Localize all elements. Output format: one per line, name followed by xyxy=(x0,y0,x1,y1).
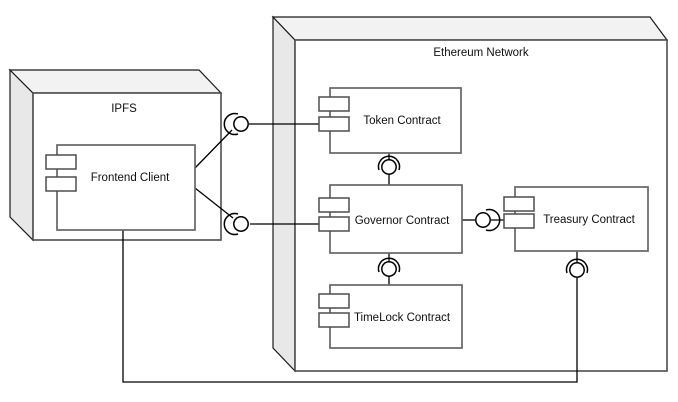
ipfs-top-face xyxy=(8,69,223,94)
iface-frontend-governor-ball xyxy=(233,216,249,232)
ipfs-label: IPFS xyxy=(111,103,137,115)
component-timelock-contract[interactable]: TimeLock Contract xyxy=(318,284,463,349)
treasury-contract-label: Treasury Contract xyxy=(543,214,635,226)
iface-treasury-frontend-ball xyxy=(569,262,585,278)
governor-contract-label: Governor Contract xyxy=(355,215,450,227)
token-contract-label: Token Contract xyxy=(363,115,441,127)
iface-frontend-token-ball xyxy=(233,116,249,132)
treasury-contract-tab-upper xyxy=(503,196,535,212)
component-token-contract[interactable]: Token Contract xyxy=(318,87,462,154)
timelock-contract-tab-upper xyxy=(318,293,350,309)
component-governor-contract[interactable]: Governor Contract xyxy=(318,184,463,254)
frontend-client-tab-upper xyxy=(45,154,77,170)
iface-governor-treasury-ball xyxy=(475,212,491,228)
frontend-client-body xyxy=(56,144,196,231)
interface-treasury-frontend[interactable] xyxy=(565,258,589,278)
governor-contract-tab-lower xyxy=(318,216,350,232)
timelock-contract-label: TimeLock Contract xyxy=(354,312,451,324)
ipfs-side-face xyxy=(9,68,34,242)
component-treasury-contract[interactable]: Treasury Contract xyxy=(503,186,649,252)
interface-frontend-token[interactable] xyxy=(223,112,249,136)
token-contract-tab-upper xyxy=(318,96,350,112)
governor-contract-tab-upper xyxy=(318,197,350,213)
iface-token-governor-ball xyxy=(381,159,397,175)
ethereum-network-label: Ethereum Network xyxy=(433,47,528,59)
component-frontend-client[interactable]: Frontend Client xyxy=(45,144,196,231)
timelock-contract-tab-lower xyxy=(318,312,350,328)
treasury-contract-tab-lower xyxy=(503,213,535,229)
token-contract-tab-lower xyxy=(318,116,350,132)
frontend-client-label: Frontend Client xyxy=(91,172,170,184)
iface-governor-timelock-ball xyxy=(381,261,397,277)
treasury-contract-body xyxy=(514,186,649,252)
ethereum-network-side-face xyxy=(272,15,296,373)
interface-governor-treasury[interactable] xyxy=(475,208,501,232)
connector-treasury-to-frontend xyxy=(122,230,578,383)
ethereum-network-top-face xyxy=(271,16,669,41)
connector-frontend-to-governor xyxy=(194,187,330,225)
connector-frontend-to-token xyxy=(194,123,330,169)
interface-token-governor[interactable] xyxy=(377,155,401,175)
interface-governor-timelock[interactable] xyxy=(377,257,401,277)
frontend-client-tab-lower xyxy=(45,176,77,192)
timelock-contract-body xyxy=(329,284,463,349)
interface-frontend-governor[interactable] xyxy=(223,212,249,236)
governor-contract-body xyxy=(329,184,463,254)
